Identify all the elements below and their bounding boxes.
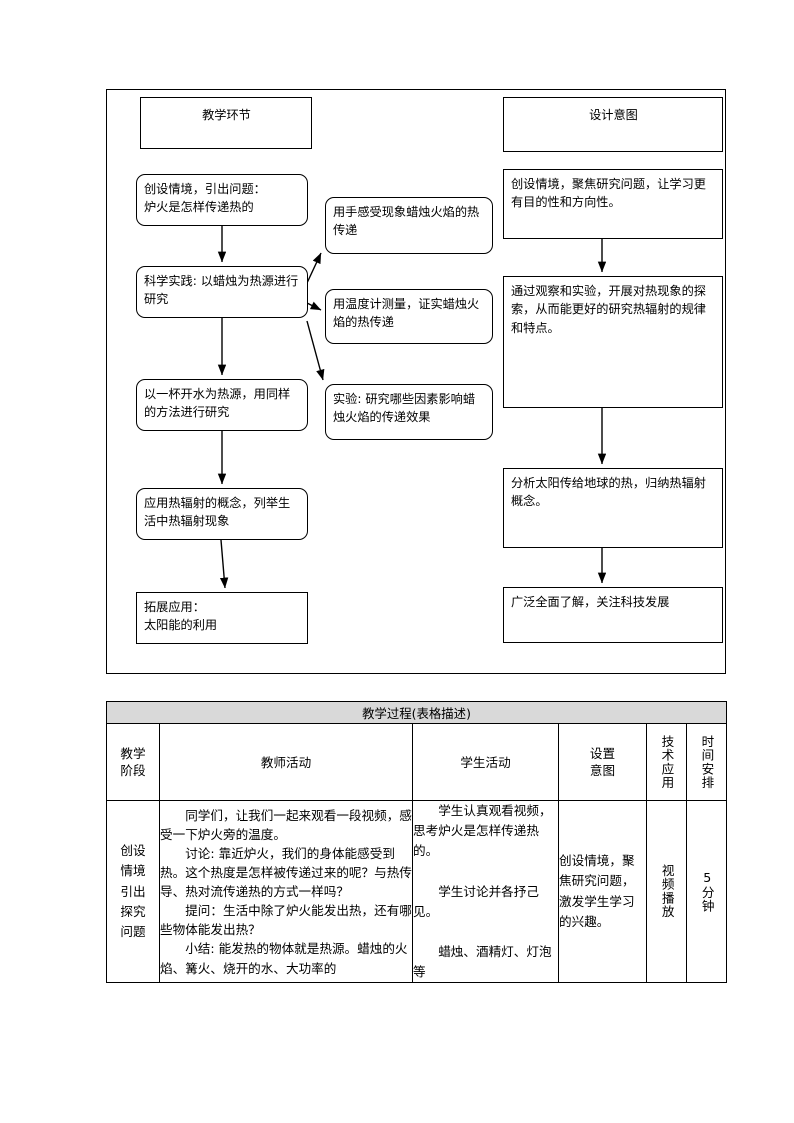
col-header-stage: 教学 阶段 [106, 723, 160, 801]
table-row: 创设 情境 引出 探究 问题 同学们，让我们一起来观看一段视频，感受一下炉火旁的… [106, 799, 728, 984]
cell-technology: 视频播放 [646, 799, 687, 984]
cell-teacher-activity: 同学们，让我们一起来观看一段视频，感受一下炉火旁的温度。 讨论: 靠近炉火，我们… [159, 799, 413, 984]
flowchart-header-right: 设计意图 [503, 97, 723, 152]
col-header-time-text: 时间安排 [699, 734, 715, 790]
flow-node-left-3: 以一杯开水为热源，用同样的方法进行研究 [136, 379, 308, 431]
table-header-row: 教学 阶段 教师活动 学生活动 设置 意图 技术应用 时间安排 [106, 723, 728, 801]
col-header-tech: 技术应用 [646, 723, 687, 801]
cell-technology-text: 视频播放 [659, 864, 675, 919]
flow-node-right-4: 广泛全面了解，关注科技发展 [503, 587, 723, 643]
flowchart-header-left: 教学环节 [140, 97, 312, 149]
cell-time: 5分钟 [685, 799, 728, 984]
flow-node-right-1: 创设情境，聚焦研究问题，让学习更有目的性和方向性。 [503, 169, 723, 239]
col-header-time: 时间安排 [685, 723, 728, 801]
table-title-row: 教学过程(表格描述) [105, 701, 728, 724]
flow-node-left-4: 应用热辐射的概念，列举生活中热辐射现象 [136, 488, 308, 540]
flow-node-left-2: 科学实践: 以蜡烛为热源进行研究 [136, 266, 308, 318]
flow-node-right-2: 通过观察和实验，开展对热现象的探索，从而能更好的研究热辐射的规律和特点。 [503, 276, 723, 408]
flow-node-branch-2: 用温度计测量，证实蜡烛火焰的热传递 [325, 289, 493, 344]
flow-node-right-3: 分析太阳传给地球的热，归纳热辐射概念。 [503, 468, 723, 548]
cell-stage: 创设 情境 引出 探究 问题 [106, 799, 160, 984]
cell-student-activity: 学生认真观看视频，思考炉火是怎样传递热的。 学生讨论并各抒己见。 蜡烛、酒精灯、… [412, 799, 559, 984]
flow-node-branch-1: 用手感受现象蜡烛火焰的热传递 [325, 197, 493, 254]
col-header-intent: 设置 意图 [558, 723, 647, 801]
flowchart-frame: 教学环节 设计意图 创设情境，引出问题： 炉火是怎样传递热的 科学实践: 以蜡烛… [106, 89, 726, 674]
table-title: 教学过程(表格描述) [105, 701, 728, 724]
flow-node-left-5: 拓展应用： 太阳能的利用 [136, 592, 308, 644]
flow-node-left-1: 创设情境，引出问题： 炉火是怎样传递热的 [136, 174, 308, 226]
teaching-process-table: 教学过程(表格描述) 教学 阶段 教师活动 学生活动 设置 意图 技术应用 时间… [105, 701, 728, 984]
col-header-tech-text: 技术应用 [659, 734, 675, 790]
flow-node-branch-3: 实验: 研究哪些因素影响蜡烛火焰的传递效果 [325, 384, 493, 440]
col-header-student: 学生活动 [412, 723, 559, 801]
col-header-teacher: 教师活动 [159, 723, 413, 801]
cell-design-intent: 创设情境，聚焦研究问题，激发学生学习的兴趣。 [558, 799, 647, 984]
cell-time-text: 5分钟 [699, 870, 715, 914]
